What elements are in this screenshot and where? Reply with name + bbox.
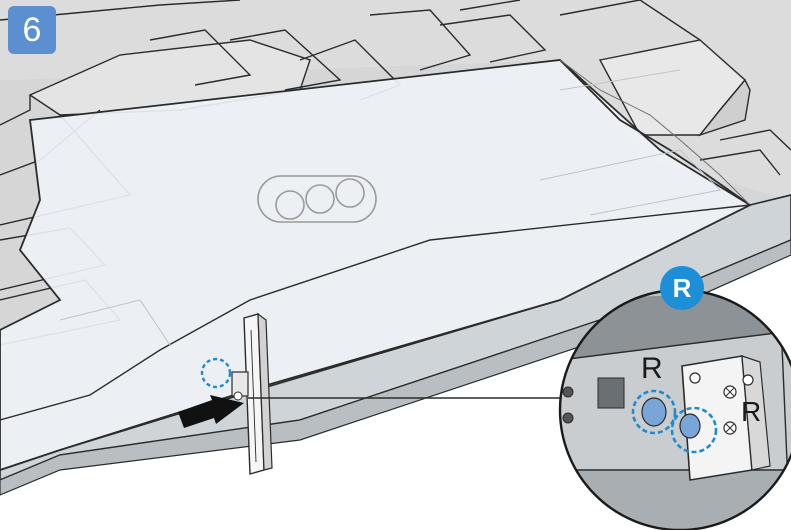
- screw-hole-label: R: [641, 352, 663, 385]
- oval-three-circles: [257, 175, 377, 223]
- highlight-circle-stand: [200, 357, 232, 389]
- insert-arrow: [178, 395, 244, 428]
- callout-badge-r: R: [660, 266, 704, 310]
- step-number-badge: 6: [8, 6, 56, 54]
- highlight-circle-hole: [631, 389, 677, 435]
- magnifier-callout: [558, 288, 791, 530]
- protective-film: [0, 59, 752, 471]
- bracket-label: R: [741, 396, 762, 427]
- highlight-circle-bracket: [670, 406, 718, 454]
- stand-leg: [231, 312, 273, 475]
